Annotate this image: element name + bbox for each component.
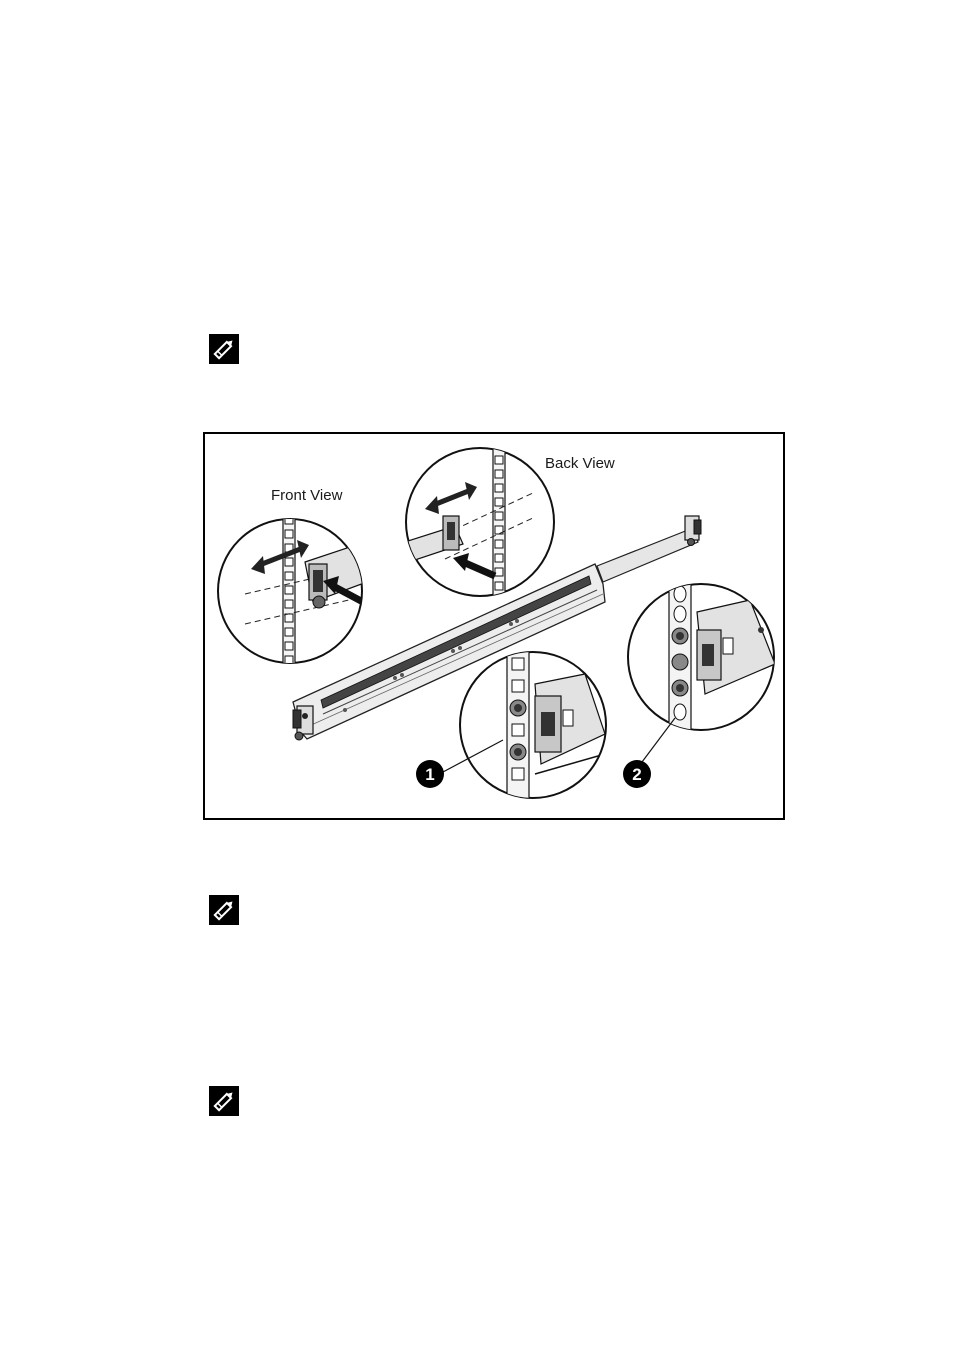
callout-1-detail (460, 646, 606, 806)
callout-number-1: 1 (425, 765, 434, 784)
rear-bracket (685, 516, 701, 546)
back-view-label: Back View (545, 455, 615, 472)
callout-2-detail (628, 578, 775, 738)
front-view-label: Front View (271, 487, 343, 504)
rail-installation-figure: Front View (203, 432, 785, 820)
note-pencil-icon (209, 334, 239, 364)
note-pencil-icon (209, 1086, 239, 1116)
callout-marker-2: 2 (623, 760, 651, 788)
front-view-detail: Front View (218, 487, 375, 684)
callout-marker-1: 1 (416, 760, 444, 788)
note-pencil-icon (209, 895, 239, 925)
callout-number-2: 2 (632, 765, 641, 784)
